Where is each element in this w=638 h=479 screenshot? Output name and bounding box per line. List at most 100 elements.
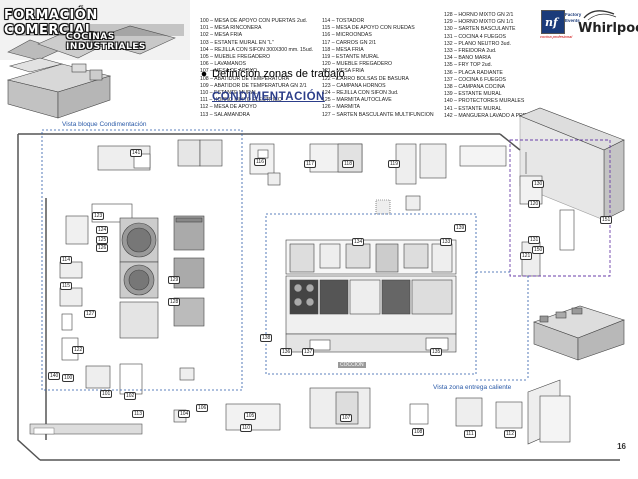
legend-item: 140 – PROTECTORES MURALES xyxy=(444,98,525,105)
equipment-tag-140: 140 xyxy=(48,372,61,380)
partner-line-1: Factory xyxy=(565,12,582,17)
legend-item: 114 – TOSTADOR xyxy=(322,18,365,24)
legend-item: 126 – MARMITA xyxy=(322,104,360,111)
equipment-tag-124: 124 xyxy=(96,226,109,234)
legend-item: 136 – PLACA RADIANTE xyxy=(444,69,503,76)
bottom-counter xyxy=(29,423,143,435)
equipment-tag-118: 118 xyxy=(342,160,354,168)
legend-item: 113 – SALAMANDRA xyxy=(200,111,250,118)
title-sub: COCINAS INDUSTRIALES xyxy=(66,32,146,52)
coccion-label: COCCION xyxy=(338,362,366,368)
equipment-tag-135: 135 xyxy=(430,348,443,356)
legend-item: 108 – ABATIDOR DE TEMPERATURA xyxy=(200,75,290,82)
legend-item: 127 – SARTEN BASCULANTE MULTIFUNCION xyxy=(322,111,434,118)
legend-item: 138 – CAMPANA COCINA xyxy=(444,84,506,91)
legend-item: 139 – ESTANTE MURAL xyxy=(444,91,502,98)
legend-column-1: 100 – MESA DE APOYO CON PUERTAS 2ud.101 … xyxy=(200,18,314,119)
equipment-tag-128: 128 xyxy=(168,298,181,306)
equipment-tag-105: 105 xyxy=(244,412,257,420)
legend-item: 111 – HORNO MIXTO ELECTRICO xyxy=(200,97,282,104)
legend-item: 124 – REJILLA CON SIFON 3ud. xyxy=(322,90,399,97)
view-entrega-label: Vista zona entrega caliente xyxy=(433,384,512,391)
legend-item: 121 – MESA FRIA xyxy=(322,68,365,75)
equipment-tag-141: 141 xyxy=(130,149,143,157)
legend-item: 130 – SARTEN BASCULANTE xyxy=(444,26,516,33)
equipment-tag-114: 114 xyxy=(60,256,72,264)
equipment-tag-125: 125 xyxy=(96,236,109,244)
zone-condimentacion xyxy=(41,129,243,391)
equipment-tag-101: 101 xyxy=(100,390,113,398)
top-row-equipment xyxy=(97,139,507,215)
legend-item: 141 – ESTANTE MURAL xyxy=(444,105,502,112)
partner-logo-mark: nf xyxy=(541,10,565,34)
legend-item: 134 – BAÑO MARIA xyxy=(444,55,491,62)
title-block: FORMACIÓN COMERCIAL COCINAS INDUSTRIALES xyxy=(0,0,190,60)
walls xyxy=(17,133,620,461)
equipment-tag-106: 106 xyxy=(196,404,209,412)
legend-item: 109 – ABATIDOR DE TEMPERATURA GN 2/1 xyxy=(200,82,307,89)
equipment-tag-120: 120 xyxy=(528,200,541,208)
equipment-tag-104: 104 xyxy=(178,410,191,418)
equipment-tag-151: 151 xyxy=(600,216,613,224)
legend-item: 123 – CAMPANA HORNOS xyxy=(322,82,386,89)
equipment-tag-129: 129 xyxy=(168,276,181,284)
equipment-tag-130: 130 xyxy=(532,180,545,188)
zone-coccion xyxy=(265,213,477,375)
cooking-island xyxy=(285,239,457,353)
legend-item: 107 – MESA DE APOYO xyxy=(200,68,258,75)
legend-item: 103 – ESTANTE MURAL EN “L” xyxy=(200,39,274,46)
equipment-tag-111: 111 xyxy=(464,430,476,438)
equipment-tag-126: 126 xyxy=(96,244,109,252)
equipment-tag-119: 119 xyxy=(388,160,400,168)
equipment-tag-113: 113 xyxy=(132,410,144,418)
equipment-tag-116: 116 xyxy=(254,158,266,166)
legend-item: 102 – MESA FRIA xyxy=(200,32,243,39)
equipment-tag-115: 115 xyxy=(60,282,72,290)
legend-item: 105 – MUEBLE FREGADERO xyxy=(200,54,271,61)
legend-item: 122 – CARRO BOLSAS DE BASURA xyxy=(322,75,409,82)
equipment-tag-110: 110 xyxy=(240,424,252,432)
equipment-tag-100: 100 xyxy=(62,374,75,382)
equipment-tag-102: 102 xyxy=(124,392,137,400)
legend-item: 129 – HORNO MIXTO GN 1/1 xyxy=(444,19,514,26)
zone-entrega xyxy=(509,139,611,277)
legend-item: 110 – ESTANTE MURAL xyxy=(200,90,258,97)
view-condimentacion-label: Vista bloque Condimentación xyxy=(62,121,147,128)
bullet-icon xyxy=(201,71,207,77)
equipment-tag-137: 137 xyxy=(302,348,315,356)
partner-sub: cocina profesional xyxy=(540,34,573,39)
legend-item: 106 – LAVAMANOS xyxy=(200,61,246,68)
legend-item: 100 – MESA DE APOYO CON PUERTAS 2ud. xyxy=(200,18,308,24)
legend-item: 132 – PLANO NEUTRO 3ud. xyxy=(444,40,511,47)
zone-name: CONDIMENTACIÓN xyxy=(212,91,325,103)
legend-item: 119 – ESTANTE MURAL xyxy=(322,54,380,61)
equipment-tag-121: 121 xyxy=(520,252,533,260)
equipment-tag-138: 138 xyxy=(260,334,273,342)
equipment-tag-112: 112 xyxy=(504,430,516,438)
partner-line-2: Events xyxy=(565,18,580,23)
equipment-tag-139: 139 xyxy=(454,224,467,232)
legend-item: 112 – MESA DE APOYO xyxy=(200,104,257,111)
legend-item: 118 – MESA FRIA xyxy=(322,46,364,53)
kitchen-illustration xyxy=(0,0,190,60)
equipment-tag-108: 108 xyxy=(412,428,425,436)
equipment-tag-150: 150 xyxy=(532,246,545,254)
legend-item: 125 – MARMITA AUTOCLAVE xyxy=(322,97,392,104)
left-block-equipment xyxy=(59,203,205,361)
equipment-tag-122: 122 xyxy=(72,346,85,354)
equipment-tag-134: 134 xyxy=(352,238,365,246)
title-main: FORMACIÓN COMERCIAL xyxy=(4,8,98,38)
equipment-tag-133: 133 xyxy=(440,238,453,246)
equipment-tag-107: 107 xyxy=(340,414,353,422)
whirlpool-swirl-icon xyxy=(583,10,617,21)
equipment-tag-123: 123 xyxy=(92,212,105,220)
legend-item: 101 – MESA RINCONERA xyxy=(200,25,262,32)
whirlpool-logo: Whirlpool xyxy=(578,21,638,36)
legend-item: 117 – CARROS GN 2/1 xyxy=(322,39,377,46)
zones-title: Definición zonas de trabajo xyxy=(212,68,345,80)
legend-item: 133 – FREIDORA 2ud. xyxy=(444,48,497,55)
legend-item: 120 – MUEBLE FREGADERO xyxy=(322,61,393,68)
legend-item: 116 – MICROONDAS xyxy=(322,32,372,39)
